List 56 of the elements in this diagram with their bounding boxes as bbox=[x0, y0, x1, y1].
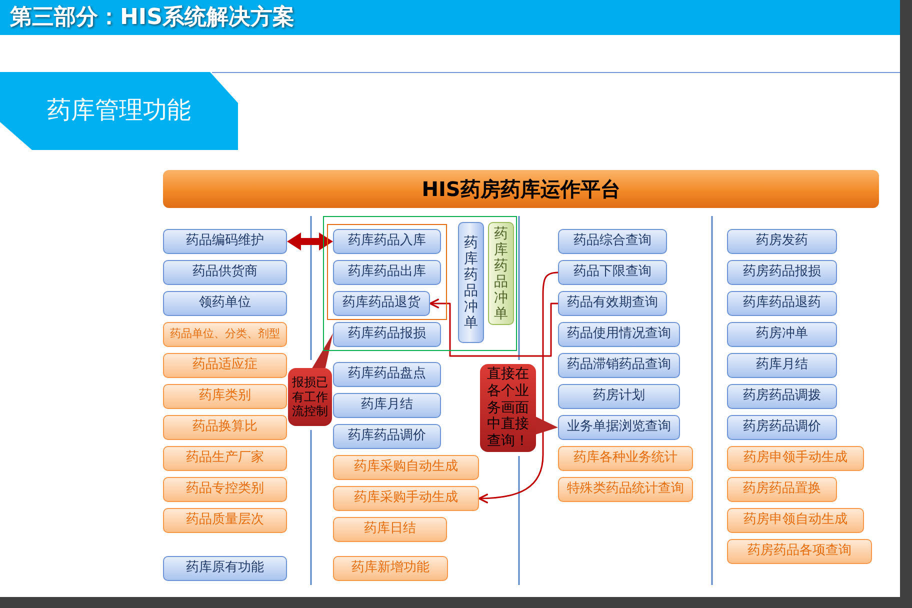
function-box: 药品单位、分类、剂型 bbox=[163, 322, 287, 347]
function-box: 药房药品置换 bbox=[727, 477, 837, 502]
function-box: 药品有效期查询 bbox=[558, 291, 667, 316]
function-box: 药库药品入库 bbox=[333, 229, 441, 254]
arrow bbox=[429, 298, 558, 357]
function-box: 药库日结 bbox=[333, 517, 447, 542]
function-box: 药库药品报损 bbox=[333, 322, 441, 347]
function-box: 药品换算比 bbox=[163, 415, 287, 440]
function-box: 药库月结 bbox=[727, 353, 837, 378]
function-box: 药库药品出库 bbox=[333, 260, 441, 285]
function-box: 领药单位 bbox=[163, 291, 287, 316]
group-frame bbox=[323, 216, 517, 351]
function-box: 药库采购手动生成 bbox=[333, 486, 479, 511]
callout-pointer bbox=[312, 333, 333, 368]
function-box: 药品适应症 bbox=[163, 353, 287, 378]
function-box: 药房药品调价 bbox=[727, 415, 837, 440]
function-box: 药品使用情况查询 bbox=[558, 322, 680, 347]
function-box: 药品下限查询 bbox=[558, 260, 667, 285]
function-box: 药房计划 bbox=[558, 384, 680, 409]
vertical-box: 药库药品冲单 bbox=[458, 222, 484, 343]
function-box: 药库类别 bbox=[163, 384, 287, 409]
function-box: 药品专控类别 bbox=[163, 477, 287, 502]
function-box: 药库月结 bbox=[333, 393, 441, 418]
function-box: 药房冲单 bbox=[727, 322, 837, 347]
function-box: 药品滞销药品查询 bbox=[558, 353, 680, 378]
function-box: 药库药品盘点 bbox=[333, 362, 441, 387]
function-box: 药房药品报损 bbox=[727, 260, 837, 285]
function-box: 药库药品调价 bbox=[333, 424, 441, 449]
function-box: 药品供货商 bbox=[163, 260, 287, 285]
callout-bubble: 报损已有工作流控制 bbox=[288, 368, 332, 426]
function-box: 药库新增功能 bbox=[333, 556, 448, 581]
function-box: 药品编码维护 bbox=[163, 229, 287, 254]
function-box: 药品质量层次 bbox=[163, 508, 287, 533]
function-box: 药库原有功能 bbox=[163, 556, 287, 581]
group-frame bbox=[327, 224, 447, 320]
arrow bbox=[478, 272, 558, 504]
function-box: 特殊类药品统计查询 bbox=[558, 477, 693, 502]
function-box: 药库药品退货 bbox=[333, 291, 430, 316]
callout-pointer bbox=[536, 416, 558, 434]
double-arrow bbox=[287, 232, 333, 250]
callout-bubble: 直接在各个业务画面中直接查询！ bbox=[480, 364, 536, 452]
function-box: 药品综合查询 bbox=[558, 229, 667, 254]
function-box: 药库采购自动生成 bbox=[333, 455, 479, 480]
vertical-box: 药库药品冲单 bbox=[488, 222, 514, 325]
title-banner: 第三部分：HIS系统解决方案 bbox=[0, 0, 900, 35]
function-box: 药库药品退药 bbox=[727, 291, 837, 316]
section-tab: 药库管理功能 bbox=[0, 72, 238, 150]
platform-banner: HIS药房药库运作平台 bbox=[163, 170, 879, 208]
function-box: 药房药品调拨 bbox=[727, 384, 837, 409]
function-box: 业务单据浏览查询 bbox=[558, 415, 680, 440]
function-box: 药房发药 bbox=[727, 229, 837, 254]
function-box: 药房申领自动生成 bbox=[727, 508, 864, 533]
function-box: 药库各种业务统计 bbox=[558, 446, 693, 471]
function-box: 药品生产厂家 bbox=[163, 446, 287, 471]
function-box: 药房申领手动生成 bbox=[727, 446, 864, 471]
function-box: 药房药品各项查询 bbox=[727, 539, 872, 564]
